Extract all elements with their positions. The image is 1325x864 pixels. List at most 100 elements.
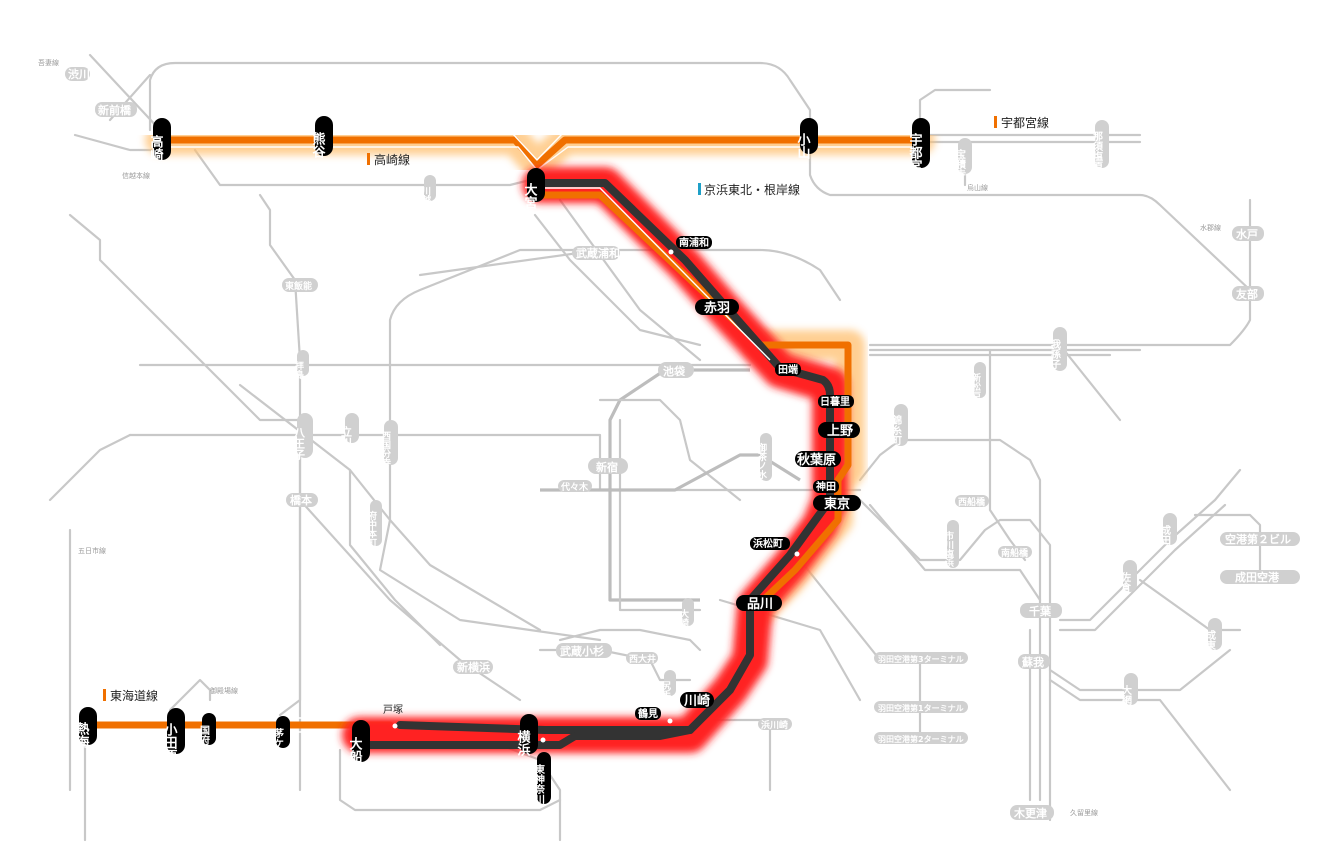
svg-text:高崎: 高崎 [148, 134, 164, 162]
svg-text:東海道線: 東海道線 [110, 688, 158, 703]
svg-text:西船橋: 西船橋 [958, 496, 986, 508]
svg-text:小山: 小山 [795, 133, 811, 160]
svg-text:田端: 田端 [778, 363, 798, 376]
station-sakura: 佐倉 [1119, 560, 1137, 593]
svg-text:新宿: 新宿 [596, 460, 618, 474]
station-soga: 蘇我 [1018, 654, 1050, 669]
bg-line-sotobo [1048, 648, 1232, 692]
svg-text:大崎: 大崎 [678, 608, 689, 628]
station-naritakuko: 成田空港 [1220, 570, 1300, 584]
bg-line-chuo-rapid [540, 453, 801, 492]
svg-text:蘇我: 蘇我 [1021, 655, 1044, 669]
station-abiko: 我孫子 [1049, 327, 1067, 371]
station-kawagoe: 川越 [420, 175, 436, 205]
station-omiya: 大宮 [522, 168, 545, 209]
svg-text:国府津: 国府津 [198, 725, 210, 756]
bg-line-sotobo2 [1048, 678, 1232, 792]
svg-text:茅ケ崎: 茅ケ崎 [272, 727, 284, 759]
station-tsurumi: 鶴見 [635, 707, 661, 720]
station-kanda: 神田 [813, 480, 839, 493]
station-nippori: 日暮里 [818, 395, 854, 408]
svg-text:武蔵浦和: 武蔵浦和 [576, 246, 620, 260]
background-network [48, 53, 1262, 842]
station-musashiurawa: 武蔵浦和 [572, 246, 620, 260]
svg-text:川崎: 川崎 [683, 693, 710, 709]
station-shinmaebashi: 新前橋 [95, 102, 137, 117]
line-tohoku-main [536, 191, 852, 609]
svg-text:赤羽: 赤羽 [704, 300, 730, 316]
main-stations: 高崎 熊谷 大宮 小山 宇都宮 横浜 大船 東神奈川 小田原 熱海 国府津 茅ケ… [74, 116, 930, 805]
dot-minamiurawa [668, 249, 674, 255]
bg-line-utsunomiya-north [918, 88, 992, 122]
station-oami: 大網 [1120, 673, 1138, 706]
line-label-shinetsu: 信越本線 [122, 171, 150, 180]
svg-text:八王子: 八王子 [293, 427, 307, 461]
bg-line-west-1 [258, 193, 302, 792]
bg-line-sagami [278, 598, 302, 717]
legend-utsunomiya: 宇都宮線 [994, 115, 1049, 130]
station-hoshakuji: 宝積寺 [954, 138, 972, 180]
station-takasaki: 高崎 [148, 118, 171, 162]
line-keihin-tohoku [396, 179, 834, 734]
svg-text:羽田空港第1ターミナル: 羽田空港第1ターミナル [878, 703, 964, 713]
station-kinshicho: 錦糸町 [890, 404, 908, 446]
bg-line-yamanote-west [608, 368, 750, 602]
line-label-kururi: 久留里線 [1070, 808, 1098, 817]
station-odawara: 小田原 [162, 708, 185, 763]
svg-text:代々木: 代々木 [560, 481, 589, 493]
svg-text:水戸: 水戸 [1236, 227, 1258, 241]
station-ichikawashiohama: 市川塩浜 [943, 520, 959, 568]
svg-text:宇都宮: 宇都宮 [907, 132, 924, 172]
line-label-agatsuma: 吾妻線 [38, 58, 59, 67]
bg-line-tokaido-south [558, 628, 702, 652]
line-label-itsukaichi: 五日市線 [78, 546, 106, 555]
svg-text:新松戸: 新松戸 [970, 372, 981, 401]
station-nasushiobara: 那須塩原 [1091, 120, 1109, 172]
bg-line-musashino-east [988, 348, 1027, 562]
station-haneda3: 羽田空港第3ターミナル [874, 652, 968, 664]
bg-line-musashino2 [378, 438, 602, 642]
svg-text:成田: 成田 [1159, 524, 1171, 546]
svg-text:浜川崎: 浜川崎 [761, 719, 788, 731]
svg-text:尻手: 尻手 [660, 681, 671, 700]
svg-text:友部: 友部 [1236, 287, 1258, 301]
station-kuko2: 空港第２ビル [1220, 532, 1300, 546]
station-ueno: 上野 [818, 422, 860, 439]
svg-text:成東: 成東 [1204, 629, 1216, 651]
station-musashikosugi: 武蔵小杉 [556, 643, 612, 658]
dot-tsurumi [667, 718, 673, 724]
svg-text:立川: 立川 [340, 425, 354, 448]
station-kozu: 国府津 [198, 713, 216, 756]
station-ochanomizu: 御茶ノ水 [756, 433, 772, 481]
line-takasaki-edge1 [160, 132, 920, 161]
bg-line-musashino [388, 248, 842, 422]
svg-text:渋川: 渋川 [68, 67, 90, 81]
svg-text:西大井: 西大井 [629, 653, 656, 665]
bg-line-joban2 [868, 343, 1122, 422]
svg-text:橋本: 橋本 [290, 493, 312, 507]
svg-text:浜松町: 浜松町 [753, 537, 783, 550]
svg-text:秋葉原: 秋葉原 [797, 452, 836, 468]
station-minamiurawa: 南浦和 [676, 236, 712, 249]
svg-text:小田原: 小田原 [162, 723, 178, 763]
station-dots [392, 249, 800, 743]
grey-stations: 渋川 新前橋 武蔵浦和 東飯能 池袋 新宿 代々木 橋本 新横浜 武蔵小杉 西大… [38, 58, 1300, 820]
station-kisarazu: 木更津 [1010, 805, 1054, 820]
station-hamakawasaki: 浜川崎 [758, 718, 792, 731]
station-yokohama: 横浜 [515, 714, 538, 757]
svg-text:新前橋: 新前橋 [98, 103, 132, 117]
station-higashihanno: 東飯能 [282, 278, 318, 292]
svg-text:横浜: 横浜 [515, 729, 531, 757]
svg-text:拝島: 拝島 [293, 360, 304, 380]
station-shinagawa: 品川 [736, 595, 782, 612]
station-mito: 水戸 [1232, 226, 1264, 241]
station-totsuka: 戸塚 [383, 704, 403, 716]
station-shinjuku: 新宿 [588, 458, 628, 474]
svg-text:川越: 川越 [420, 186, 432, 205]
bg-line-hachiko2 [238, 383, 442, 647]
station-tabata: 田端 [775, 363, 801, 376]
station-osaki: 大崎 [678, 598, 694, 628]
station-nishifunabashi: 西船橋 [955, 495, 989, 508]
svg-text:宇都宮線: 宇都宮線 [1001, 115, 1049, 130]
